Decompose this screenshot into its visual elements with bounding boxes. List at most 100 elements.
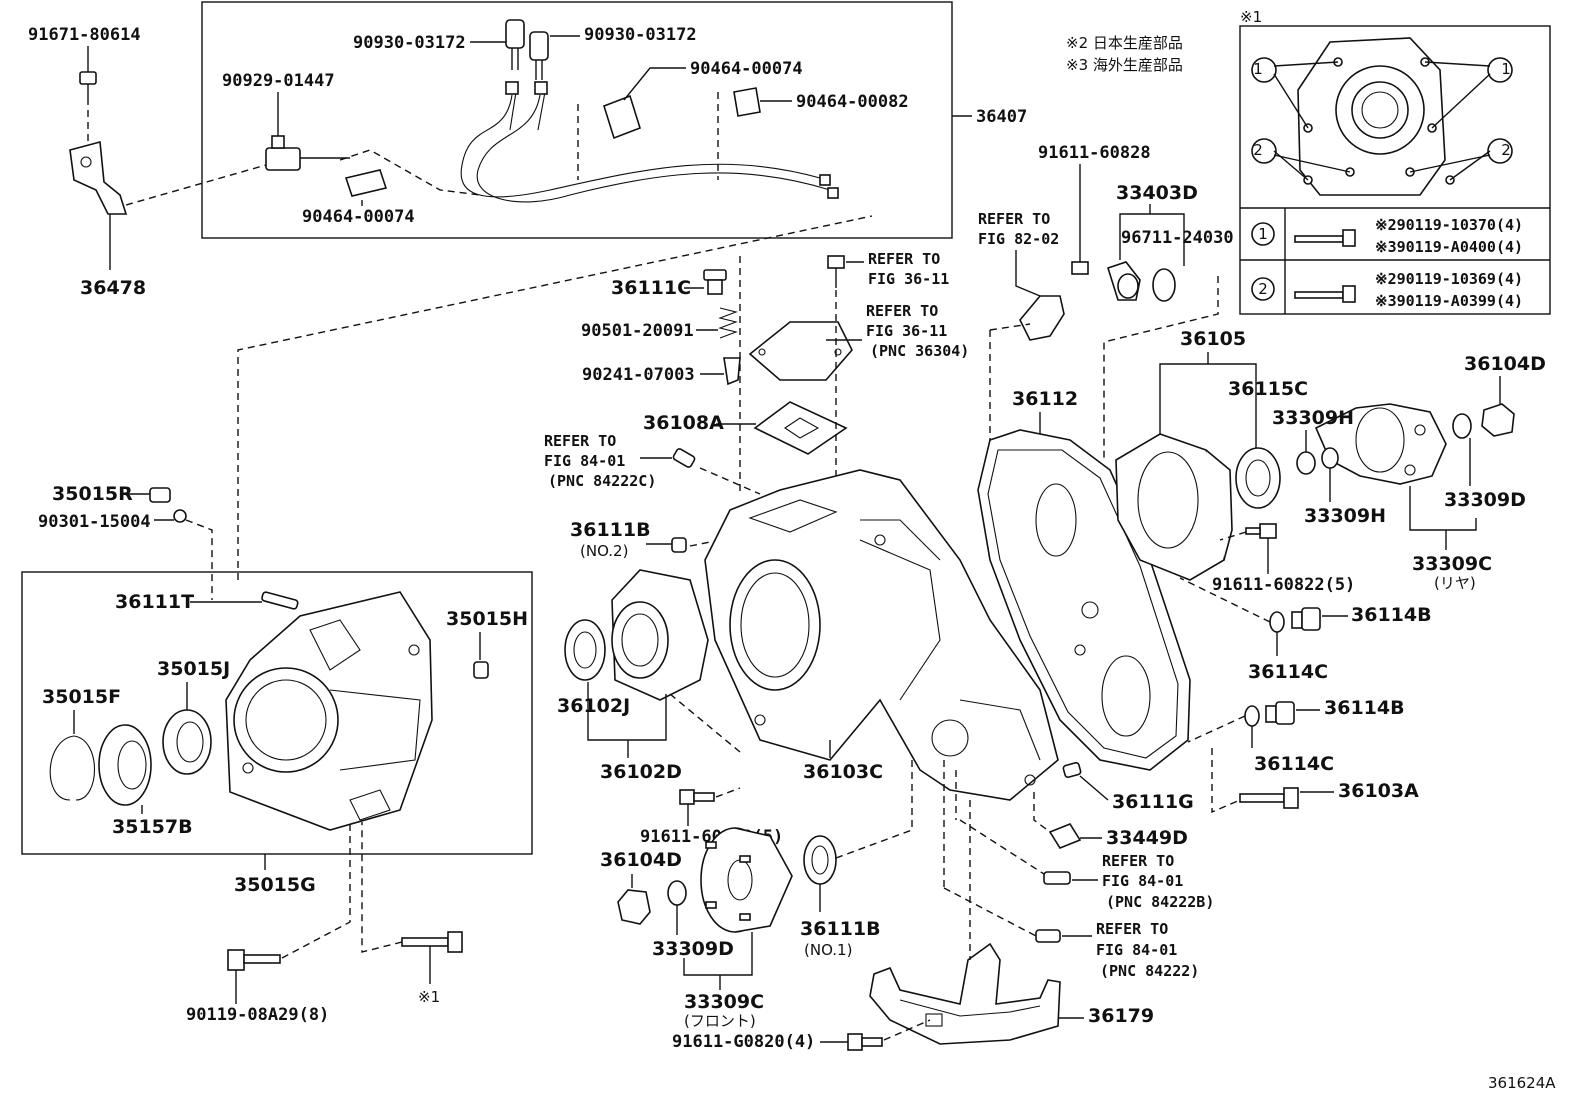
label-refer-84-01-a2: FIG 84-01 (544, 452, 625, 470)
label-36111B-no1-n: (NO.1) (804, 941, 852, 959)
bolt-91611-60822-l (679, 789, 715, 805)
label-90241-07003: 90241-07003 (582, 365, 695, 385)
nut-36104D-l (617, 889, 651, 925)
clip-90464-00074-b (344, 169, 388, 197)
bolt-91671-80614 (79, 71, 97, 98)
label-90930-03172-b: 90930-03172 (584, 25, 697, 45)
label-91611-60828: 91611-60828 (1038, 143, 1151, 163)
inset-marker-2b: 2 (1501, 141, 1511, 159)
label-36111C: 36111C (611, 277, 691, 299)
seal-36111B-no1 (803, 835, 837, 885)
plug-35015R (149, 487, 171, 503)
oring-96711-24030 (1152, 268, 1176, 302)
plug-36114B-a (1291, 607, 1321, 631)
inset-marker-1a: 1 (1253, 60, 1263, 78)
hose-fitting-90930-b (529, 31, 549, 80)
row1-part-a: ※290119-10370(4) (1375, 216, 1523, 234)
label-36102D: 36102D (600, 761, 682, 783)
label-refer-36-11-b3: (PNC 36304) (870, 342, 969, 360)
cover-36112 (977, 429, 1191, 771)
label-refer-84-01-b: REFER TO (1102, 852, 1174, 870)
label-90119-08A29: 90119-08A29(8) (186, 1005, 329, 1025)
label-refer-84-01-b3: (PNC 84222B) (1106, 893, 1214, 911)
label-36111B-no2-n: (NO.2) (580, 542, 628, 560)
label-90301-15004: 90301-15004 (38, 512, 151, 532)
note-3: ※3 海外生産部品 (1066, 56, 1183, 74)
label-90464-00082: 90464-00082 (796, 92, 909, 112)
label-33309C-r-jp: (リヤ) (1434, 574, 1476, 592)
label-refer-36-11-a: REFER TO (868, 250, 940, 268)
oring-33309H-a (1296, 451, 1316, 475)
label-35157B: 35157B (112, 816, 193, 838)
row2-part-b: ※390119-A0399(4) (1375, 292, 1523, 310)
label-90930-03172-a: 90930-03172 (353, 33, 466, 53)
label-36179: 36179 (1088, 1005, 1154, 1027)
extension-housing-35015G (225, 591, 433, 831)
label-refer-82-02b: FIG 82-02 (978, 230, 1059, 248)
label-33309D-r: 33309D (1444, 489, 1526, 511)
bolt-36103A (1239, 787, 1299, 809)
label-refer-36-11-a2: FIG 36-11 (868, 270, 949, 288)
label-91611-60822-r: 91611-60822(5) (1212, 575, 1355, 595)
label-91671-80614: 91671-80614 (28, 25, 141, 45)
label-35015F: 35015F (42, 686, 121, 708)
plug-36111B-no2 (671, 537, 687, 553)
row1-bolt-icon (1294, 229, 1356, 247)
label-91611-G0820: 91611-G0820(4) (672, 1032, 815, 1052)
ball-90241-07003 (723, 357, 741, 386)
row1-marker: 1 (1258, 225, 1268, 243)
flange-33309C-front (700, 827, 793, 933)
seal-36102J (564, 619, 606, 681)
nut-36104D-r (1481, 403, 1515, 437)
bolt-91611-60828 (1071, 261, 1089, 275)
clip-90929-01447 (265, 135, 301, 171)
label-36112: 36112 (1012, 388, 1078, 410)
label-refer-36-11-b2: FIG 36-11 (866, 322, 947, 340)
row1-marker-circle (1251, 222, 1275, 246)
label-refer-84-01-a3: (PNC 84222C) (548, 472, 656, 490)
oring-33309H-b (1321, 447, 1339, 469)
label-35015J: 35015J (157, 658, 230, 680)
plug-36111C (703, 269, 727, 295)
label-36111T: 36111T (115, 591, 194, 613)
label-33309C-l: 33309C (684, 991, 764, 1013)
sensor-84222C (672, 448, 696, 468)
note-2: ※2 日本生産部品 (1066, 34, 1183, 52)
label-35015H: 35015H (446, 608, 528, 630)
plug-36114B-b (1265, 701, 1295, 725)
washer-33309D-l (667, 880, 687, 906)
label-90929-01447: 90929-01447 (222, 71, 335, 91)
hose-fitting-90930-a (505, 19, 525, 70)
label-36111G: 36111G (1112, 791, 1194, 813)
label-33449D: 33449D (1106, 827, 1188, 849)
label-33309C-l-jp: (フロント) (684, 1012, 756, 1030)
label-35015R: 35015R (52, 483, 133, 505)
hose-kit-box (201, 1, 953, 239)
hose-assembly (460, 81, 839, 203)
label-36478: 36478 (80, 277, 146, 299)
label-refer-84-01-c2: FIG 84-01 (1096, 941, 1177, 959)
washer-36114C-a (1269, 611, 1285, 633)
label-36114C-a: 36114C (1248, 661, 1328, 683)
bracket-36478 (69, 140, 128, 215)
label-36103C: 36103C (803, 761, 883, 783)
inset-housing-drawing (1251, 37, 1513, 196)
label-90464-00074-a: 90464-00074 (690, 59, 803, 79)
label-36114B-b: 36114B (1324, 697, 1405, 719)
clip-90464-00074-a (603, 94, 641, 140)
row2-marker-circle (1251, 277, 1275, 301)
seal-35015J (162, 709, 212, 775)
bolt-91611-G0820 (847, 1033, 883, 1051)
extension-housing-box (21, 571, 533, 855)
washer-33309D-r (1452, 413, 1472, 439)
label-33403D: 33403D (1116, 182, 1198, 204)
label-refer-84-01-c3: (PNC 84222) (1100, 962, 1199, 980)
skid-plate-36179 (869, 942, 1061, 1045)
pin-36111G (1062, 762, 1082, 778)
label-90464-00074-b: 90464-00074 (302, 207, 415, 227)
label-36105: 36105 (1180, 328, 1246, 350)
sensor-84222 (1035, 929, 1061, 943)
bearing-retainer-36102J (611, 569, 709, 701)
label-36102J: 36102J (557, 695, 630, 717)
gasket-36108A (753, 401, 848, 455)
